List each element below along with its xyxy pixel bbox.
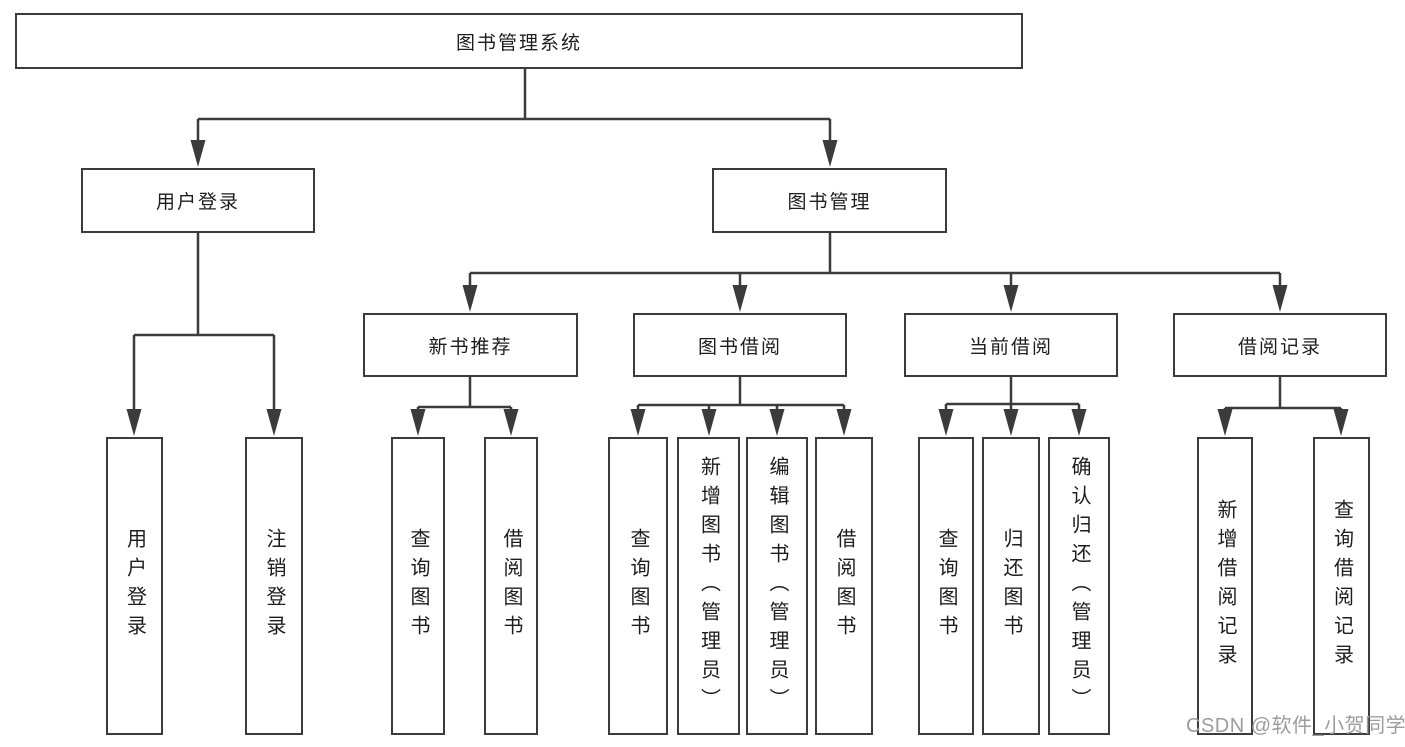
leaf-query-books-current: 查询图书: [918, 437, 974, 735]
leaf-query-borrow-record: 查询借阅记录: [1313, 437, 1370, 735]
leaf-logout: 注销登录: [245, 437, 303, 735]
leaf-add-book-admin: 新增图书（管理员）: [677, 437, 740, 735]
leaf-borrow-books-recommend: 借阅图书: [484, 437, 538, 735]
leaf-query-books-recommend: 查询图书: [391, 437, 445, 735]
node-borrow-records: 借阅记录: [1173, 313, 1387, 377]
leaf-add-borrow-record: 新增借阅记录: [1197, 437, 1253, 735]
leaf-borrow-books: 借阅图书: [815, 437, 873, 735]
node-root-title: 图书管理系统: [15, 13, 1023, 69]
leaf-query-books-borrow: 查询图书: [608, 437, 668, 735]
leaf-user-login: 用户登录: [106, 437, 163, 735]
node-book-management: 图书管理: [712, 168, 947, 233]
node-user-login: 用户登录: [81, 168, 315, 233]
leaf-edit-book-admin: 编辑图书（管理员）: [746, 437, 808, 735]
watermark: CSDN @软件_小贺同学: [1186, 715, 1405, 737]
leaf-return-books: 归还图书: [982, 437, 1040, 735]
node-book-borrow: 图书借阅: [633, 313, 847, 377]
node-current-borrow: 当前借阅: [904, 313, 1118, 377]
leaf-confirm-return-admin: 确认归还（管理员）: [1048, 437, 1110, 735]
arrowheads: [126, 140, 1349, 436]
node-new-book-recommend: 新书推荐: [363, 313, 578, 377]
